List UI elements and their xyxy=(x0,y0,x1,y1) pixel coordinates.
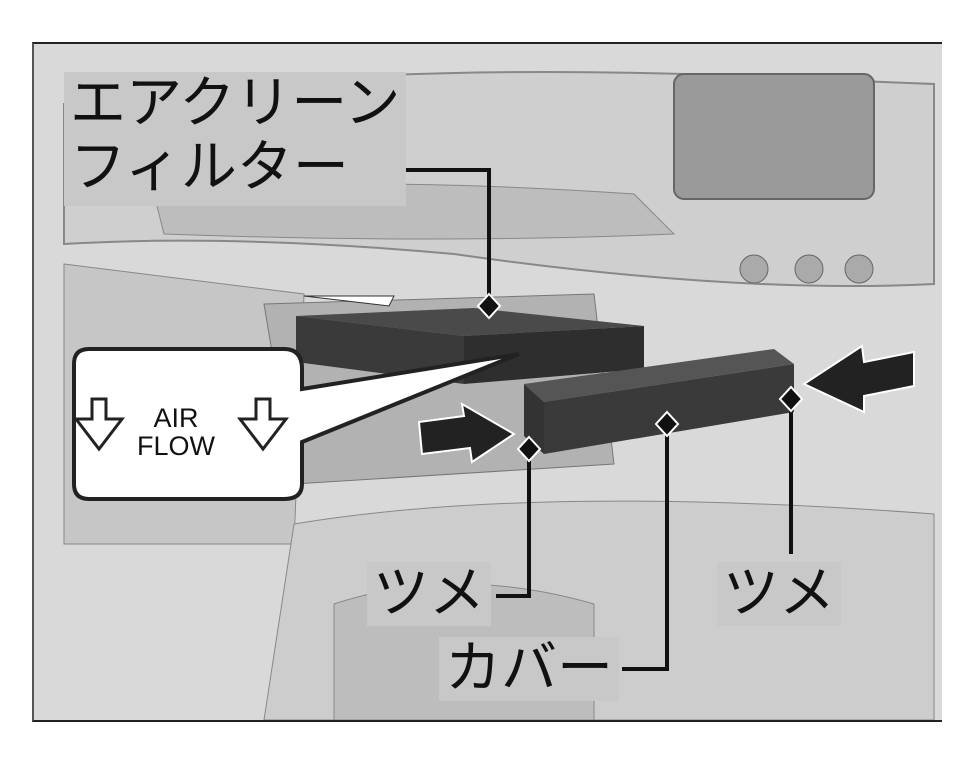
air-filter-label-line1: エアクリーン xyxy=(70,71,401,136)
cover-label: カバー xyxy=(439,637,619,701)
push-arrow-right xyxy=(801,344,915,414)
push-arrow-left xyxy=(417,402,516,464)
airflow-callout xyxy=(72,347,520,501)
leader-dots xyxy=(476,292,804,463)
airflow-text-line1: AIR xyxy=(153,403,199,433)
air-filter-label: エアクリーン フィルター xyxy=(64,71,407,206)
air-filter-label-line2: フィルター xyxy=(70,135,349,200)
claw-label-left: ツメ xyxy=(367,562,491,626)
claw-label-right: ツメ xyxy=(717,562,841,626)
airflow-text-line2: FLOW xyxy=(137,431,215,461)
air-filter xyxy=(296,308,644,384)
illustration-frame: エアクリーン フィルター ツメ ツメ カバー AIR FLOW xyxy=(32,42,942,722)
leader-lines xyxy=(379,168,793,671)
airflow-text: AIR FLOW xyxy=(126,404,226,460)
navigation-screen xyxy=(673,73,875,200)
down-arrow-icon xyxy=(72,397,290,452)
